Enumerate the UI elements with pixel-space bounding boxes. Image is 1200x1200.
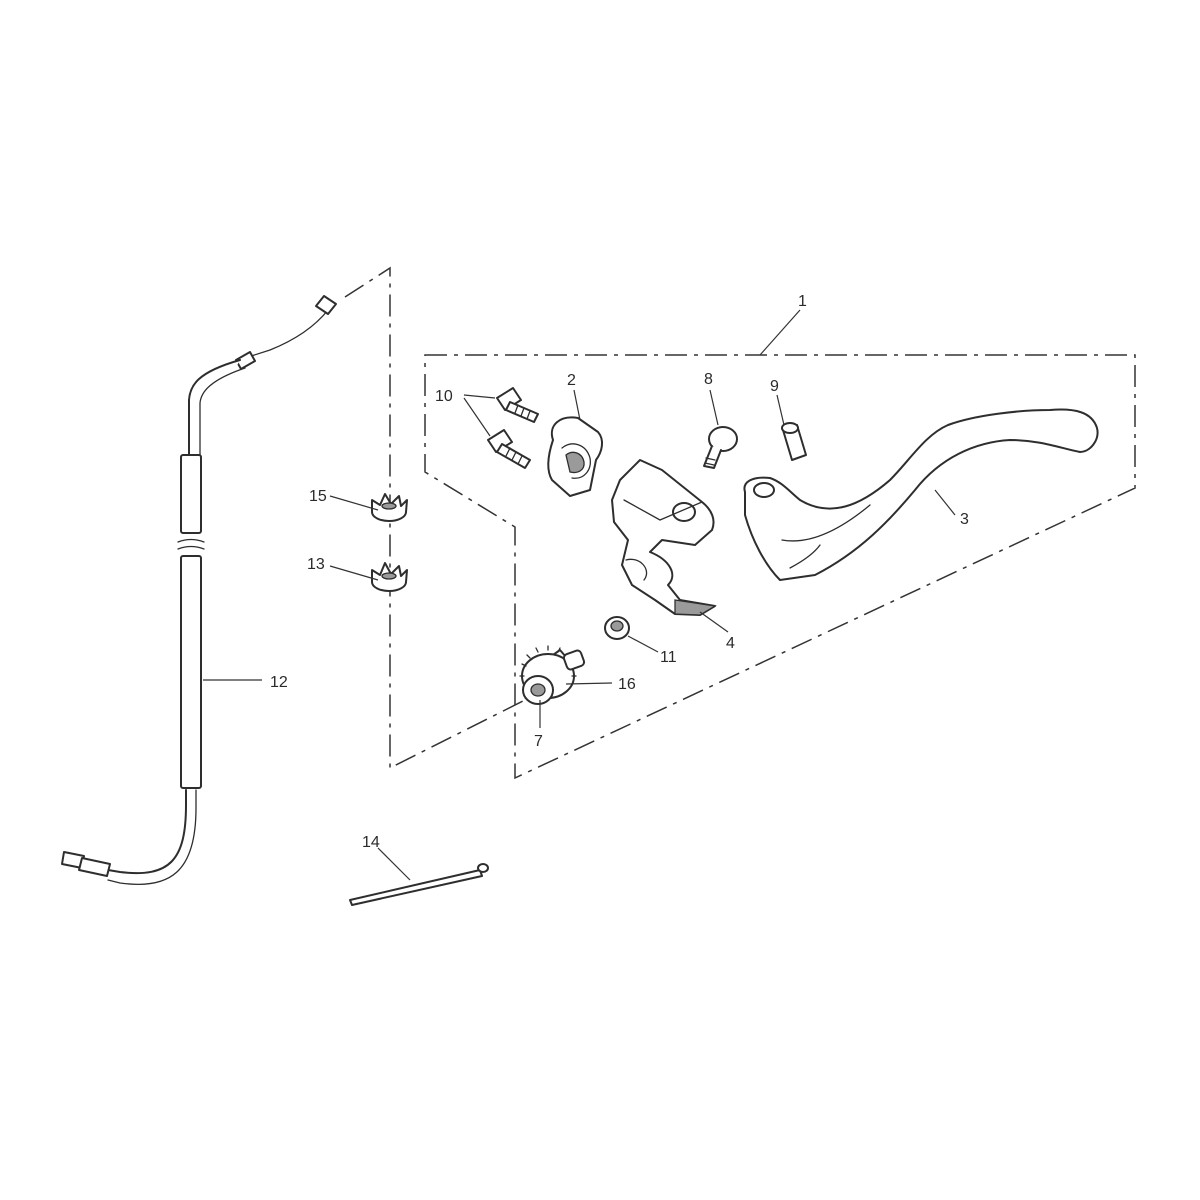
bushing-9	[781, 422, 807, 461]
callout-9: 9	[770, 378, 779, 395]
clutch-cable	[61, 295, 337, 886]
callout-7: 7	[534, 733, 543, 750]
callout-2: 2	[567, 372, 576, 389]
callout-16: 16	[618, 676, 636, 693]
clutch-lever-3	[743, 408, 1099, 581]
callout-1: 1	[798, 293, 807, 310]
clamp-2	[547, 416, 604, 497]
assembly-boundary	[424, 354, 1136, 780]
cable-adjuster-7-16	[519, 645, 586, 705]
cable-tie-14	[349, 863, 489, 906]
callout-10: 10	[435, 388, 453, 405]
lever-bracket-4	[611, 459, 717, 616]
grommet-13	[371, 562, 408, 592]
grommet-15	[371, 493, 408, 522]
callout-11: 11	[660, 649, 677, 666]
nut-11	[604, 616, 630, 640]
callout-3: 3	[960, 511, 969, 528]
callout-12: 12	[270, 674, 288, 691]
leader-lines	[203, 309, 956, 881]
bolts-10	[487, 387, 539, 469]
callout-15: 15	[309, 488, 327, 505]
pivot-pin-8	[703, 426, 738, 469]
callout-13: 13	[307, 556, 325, 573]
callout-8: 8	[704, 371, 713, 388]
cable-boundary	[344, 266, 526, 770]
callout-4: 4	[726, 635, 735, 652]
callout-14: 14	[362, 834, 380, 851]
